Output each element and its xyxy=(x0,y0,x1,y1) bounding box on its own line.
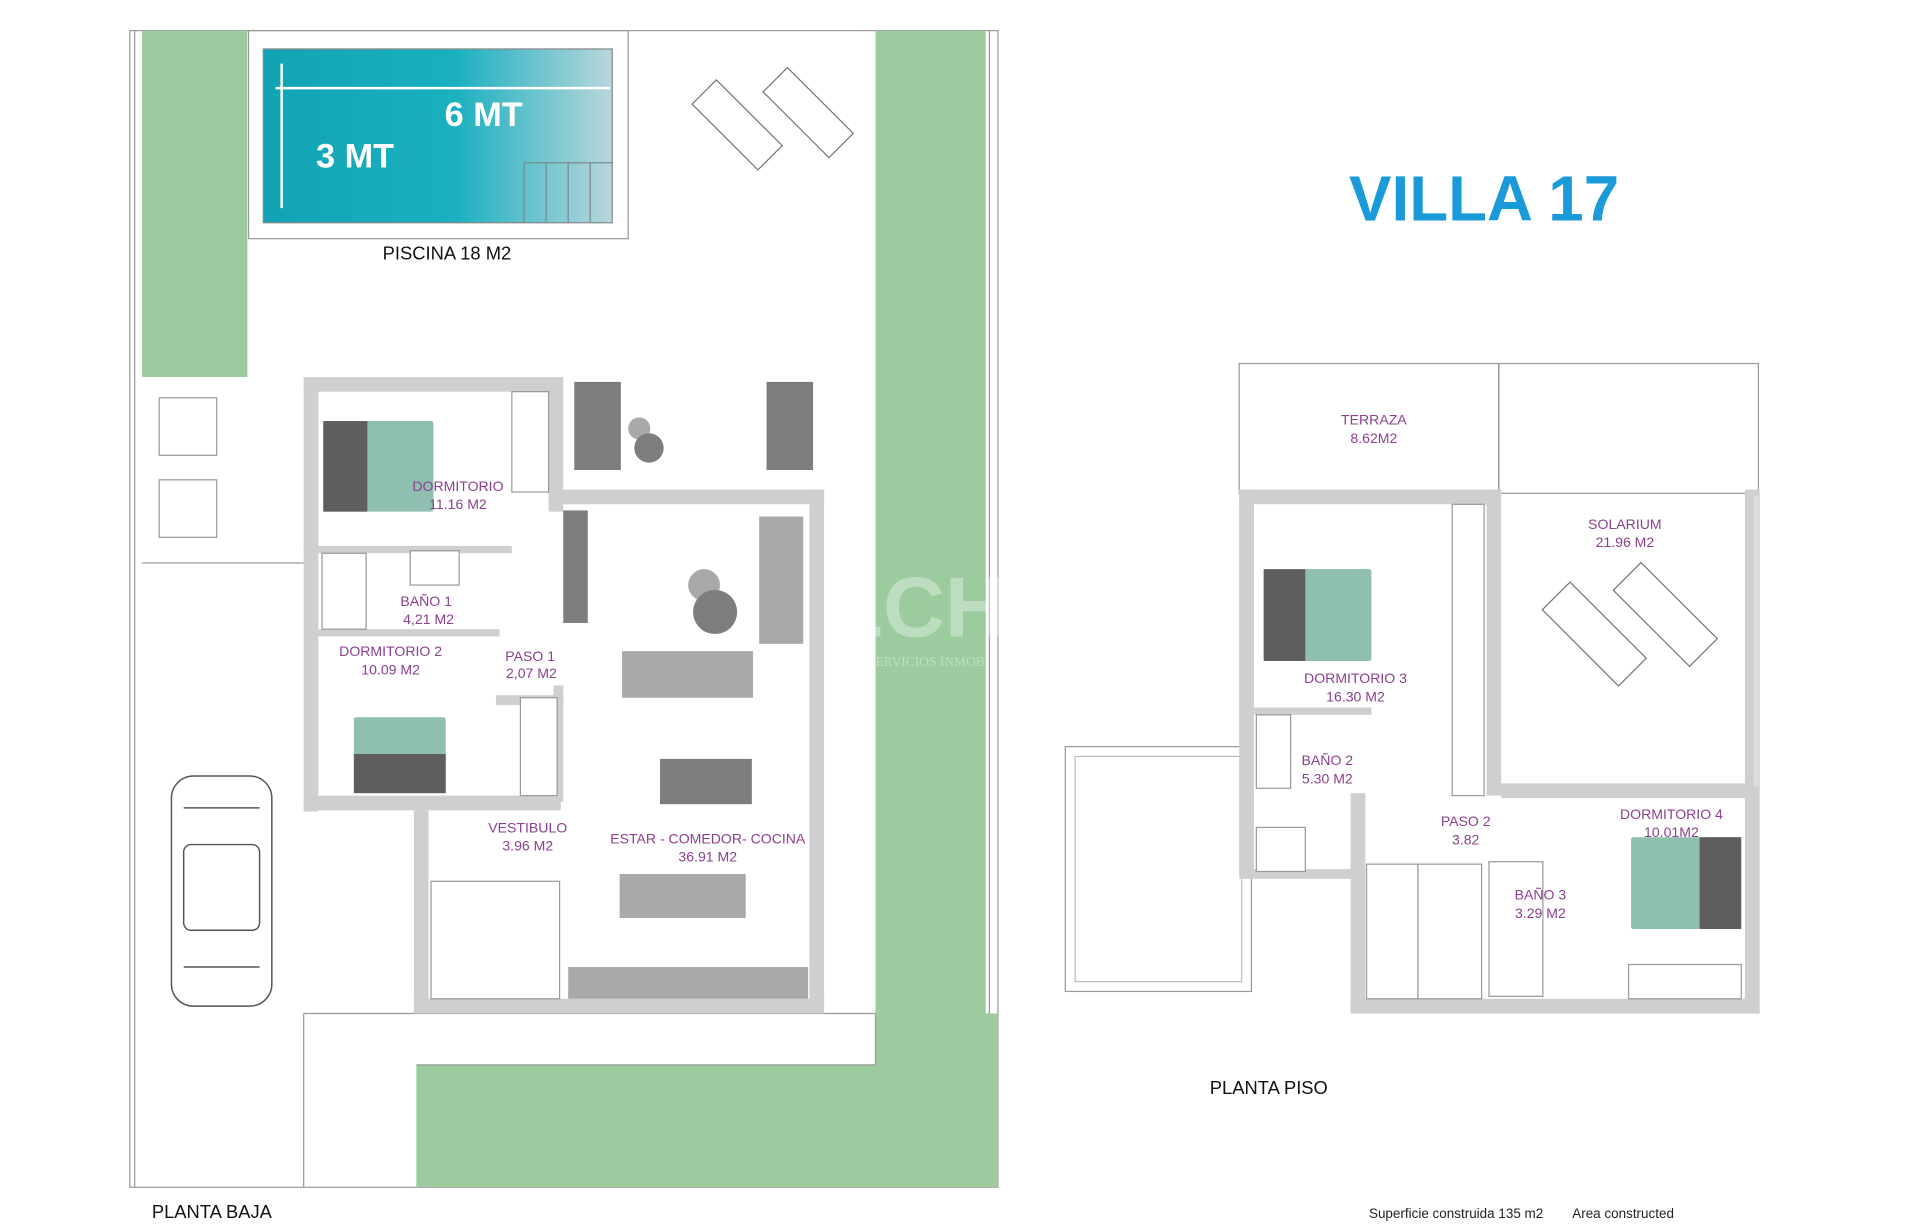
pool-width: 3 MT xyxy=(316,138,394,176)
ground-floor-furniture xyxy=(321,381,814,1000)
garden-bottom xyxy=(416,1064,876,1188)
sun-lounger-icon xyxy=(691,66,855,171)
room-area: 3.29 M2 xyxy=(1515,905,1566,921)
room-area: 2,07 M2 xyxy=(506,665,557,681)
room-name: PASO 1 xyxy=(505,648,555,664)
lower-roof xyxy=(1064,746,1253,993)
room-area: 3.96 M2 xyxy=(502,838,553,854)
room-name: VESTIBULO xyxy=(488,819,567,835)
room-area: 10.01M2 xyxy=(1644,824,1699,840)
upper-floor-furniture xyxy=(1255,561,1742,1000)
built-area-en-text: Area constructed xyxy=(1572,1206,1674,1221)
ground-floor-plan: 6 MT 3 MT PISCINA 18 M2 xyxy=(129,29,999,1222)
ground-floor-walls xyxy=(303,376,825,1014)
room-name: SOLARIUM xyxy=(1588,516,1661,532)
ground-floor-caption: PLANTA BAJA xyxy=(152,1201,273,1222)
room-area: 10.09 M2 xyxy=(361,661,420,677)
built-area-text: Superficie construida 135 m2 xyxy=(1369,1206,1543,1221)
room-area: 8.62M2 xyxy=(1350,430,1397,446)
room-name: BAÑO 2 xyxy=(1302,752,1354,768)
sun-lounger-icon xyxy=(1541,561,1719,687)
pool xyxy=(262,48,613,224)
room-name: BAÑO 1 xyxy=(400,593,452,609)
paving-tile xyxy=(158,479,218,538)
room-name: DORMITORIO 2 xyxy=(339,643,442,659)
garden-left xyxy=(142,30,248,377)
page-title: VILLA 17 xyxy=(1349,163,1619,234)
watermark-text: SERVICIOS INMOBILIARIOS xyxy=(868,654,1042,669)
pool-deck xyxy=(247,29,629,240)
paving-tile xyxy=(158,397,218,456)
room-area: 3.82 xyxy=(1452,832,1480,848)
garden-bottom-right xyxy=(875,1013,998,1188)
room-area: 4,21 M2 xyxy=(403,611,454,627)
car-icon xyxy=(170,775,273,1007)
room-name: TERRAZA xyxy=(1341,412,1407,428)
garden-right xyxy=(875,30,986,1014)
watermark: LCHI SERVICIOS INMOBILIARIOS xyxy=(831,559,1043,668)
pool-length: 6 MT xyxy=(445,96,523,134)
room-name: DORMITORIO 3 xyxy=(1304,670,1407,686)
room-name: PASO 2 xyxy=(1441,813,1491,829)
room-area: 36.91 M2 xyxy=(678,849,737,865)
room-name: DORMITORIO xyxy=(412,478,503,494)
room-name: DORMITORIO 4 xyxy=(1620,806,1723,822)
pool-label: PISCINA 18 M2 xyxy=(383,242,512,263)
room-area: 16.30 M2 xyxy=(1326,688,1385,704)
upper-floor-plan: TERRAZA 8.62M2 SOLARIUM 21.96 M2 DORMITO… xyxy=(1064,362,1760,1098)
room-area: 21.96 M2 xyxy=(1596,534,1655,550)
room-name: ESTAR - COMEDOR- COCINA xyxy=(610,830,806,846)
room-area: 5.30 M2 xyxy=(1302,770,1353,786)
room-name: BAÑO 3 xyxy=(1515,887,1567,903)
room-area: 11.16 M2 xyxy=(429,496,487,512)
upper-floor-walls xyxy=(1239,489,1760,1014)
watermark-logo: LCHI xyxy=(831,559,1031,655)
upper-floor-caption: PLANTA PISO xyxy=(1210,1077,1328,1098)
